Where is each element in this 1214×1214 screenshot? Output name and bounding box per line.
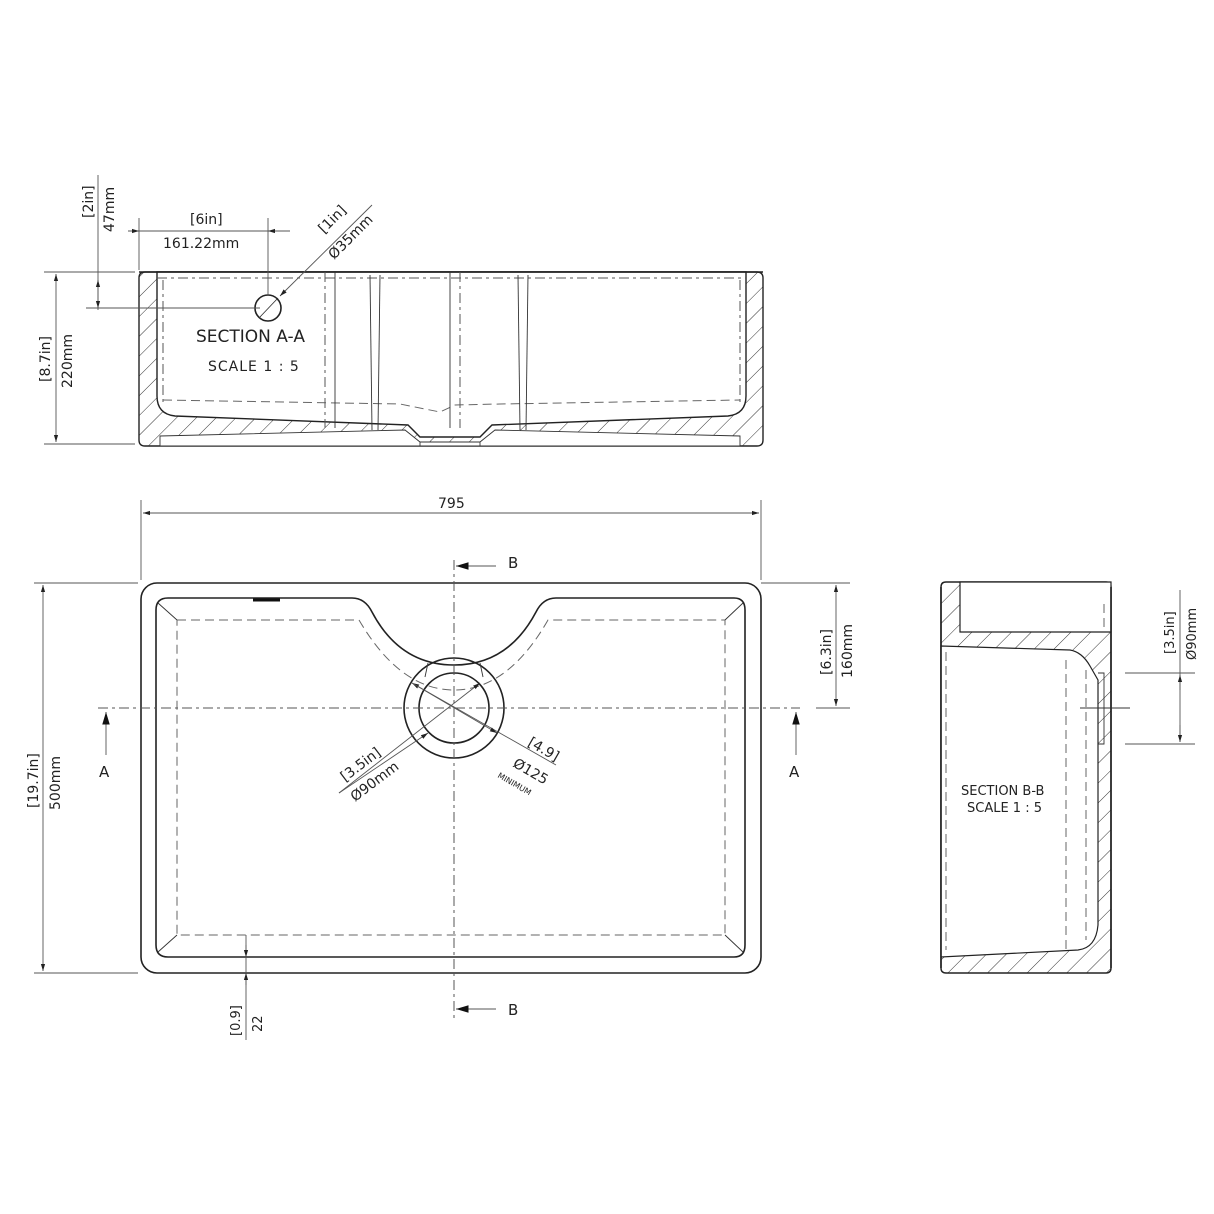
dim-wall-in: [0.9] [229,1005,244,1036]
dim-wall-mm: 22 [251,1015,266,1032]
section-marker-a-left: A [99,763,110,781]
dim-cutout-dia-in: [4.9] [525,735,562,765]
plan-view-dimensions: 795 [19.7in] 500mm [6.3in] 160mm [3.5in]… [26,496,856,1040]
dim-width: 795 [438,496,465,512]
section-bb-view: SECTION B-B SCALE 1 : 5 [940,581,1130,974]
dim-rim-hole-mm: 47mm [102,187,118,232]
bb-dim-waste-dia-in: [3.5in] [1163,611,1178,654]
section-marker-b-bottom: B [508,1001,518,1019]
section-bb-title: SECTION B-B [961,784,1044,799]
dim-height-in: [8.7in] [38,336,54,382]
dim-waste-offset-mm: 160mm [840,624,856,678]
section-bb-scale: SCALE 1 : 5 [967,801,1042,816]
plan-view: B B A A [98,554,800,1020]
dim-rim-hole-in: [2in] [81,185,97,218]
section-marker-a-right: A [789,763,800,781]
dim-waste-offset-in: [6.3in] [819,629,835,675]
section-aa-view: SECTION A-A SCALE 1 : 5 [138,271,764,447]
section-bb-dimensions: [3.5in] Ø90mm [1125,590,1200,745]
dim-edge-hole-mm: 161.22mm [163,236,239,252]
dim-plan-height-in: [19.7in] [26,753,42,808]
bb-dim-waste-dia-mm: Ø90mm [1185,608,1200,660]
dim-height-mm: 220mm [60,334,76,388]
dim-edge-hole-in: [6in] [190,212,223,228]
section-aa-scale: SCALE 1 : 5 [208,359,300,375]
dim-plan-height-mm: 500mm [48,756,64,810]
section-marker-b-top: B [508,554,518,572]
section-aa-title: SECTION A-A [196,327,305,347]
